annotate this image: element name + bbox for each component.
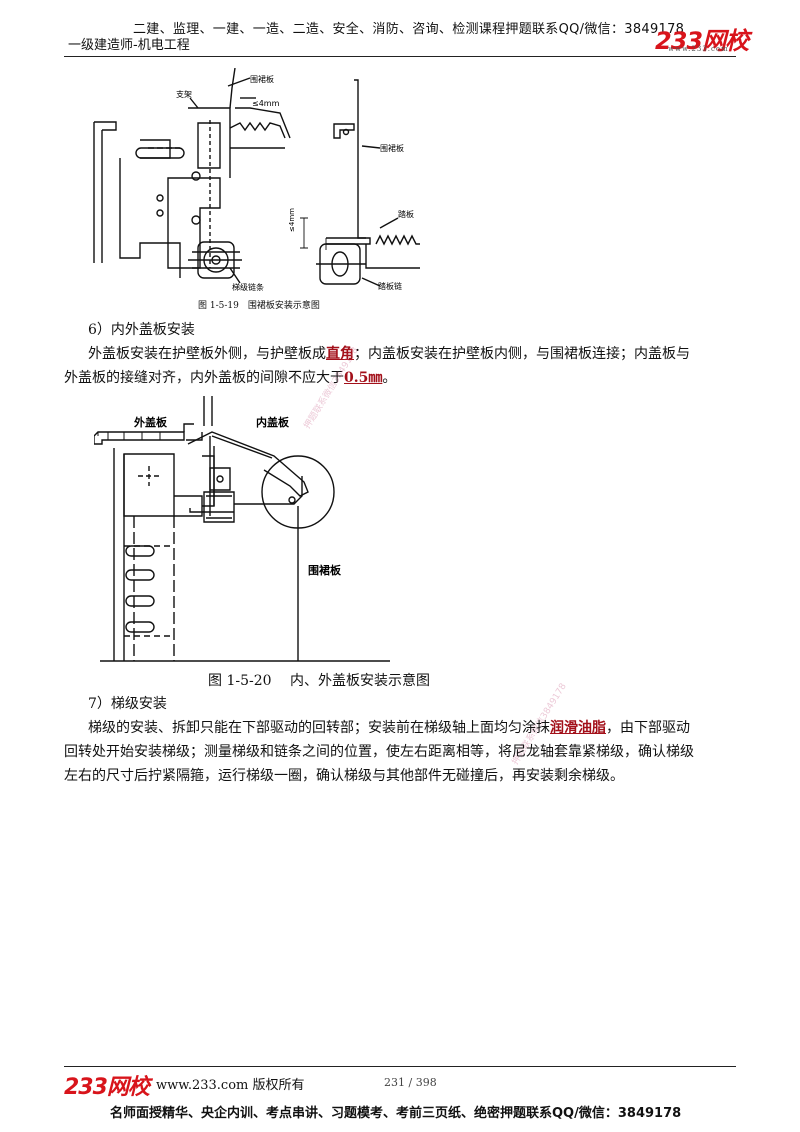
- text-run: 外盖板的接缝对齐，内外盖板的间隙不应大于: [64, 370, 344, 386]
- text-run: 外盖板安装在护壁板外侧，与护壁板成: [88, 346, 326, 362]
- section6-title: 6）内外盖板安装: [88, 322, 195, 338]
- footer-rule: [64, 1066, 736, 1067]
- highlight-right-angle: 直角: [326, 346, 354, 362]
- fig1-label-step-chain: 踏板链: [378, 281, 402, 291]
- skirt-panel-figure: 围裙板 ≤4mm 支架 梯级链条 围裙板 ≤4mm 踏板 踏板链: [93, 68, 420, 292]
- figure2-caption: 图 1-5-20 内、外盖板安装示意图: [208, 673, 430, 689]
- text-run: ；内盖板安装在护壁板内侧，与围裙板连接；内盖板与: [354, 346, 690, 362]
- footer-contact-line: 名师面授精华、央企内训、考点串讲、习题模考、考前三页纸、绝密押题联系QQ/微信：…: [110, 1106, 682, 1121]
- fig1-label-gap-vertical: ≤4mm: [288, 208, 296, 232]
- header-subject: 一级建造师-机电工程: [68, 38, 190, 53]
- fig2-label-skirt: 围裙板: [308, 563, 342, 577]
- figure1-caption: 图 1-5-19 围裙板安装示意图: [198, 301, 320, 311]
- section7-paragraph-line1: 梯级的安装、拆卸只能在下部驱动的回转部；安装前在梯级轴上面均匀涂抹润滑油脂，由下…: [88, 716, 690, 740]
- section6-paragraph-line2: 外盖板的接缝对齐，内外盖板的间隙不应大于0.5㎜。: [64, 366, 396, 390]
- page-number: 231 / 398: [384, 1076, 437, 1089]
- fig1-label-gap: ≤4mm: [252, 99, 280, 108]
- cover-plate-figure: 外盖板 内盖板 围裙板: [94, 396, 390, 662]
- fig1-label-skirt-right: 围裙板: [380, 143, 404, 153]
- highlight-gap-value: 0.5㎜: [344, 370, 383, 386]
- text-run: 。: [382, 370, 397, 386]
- header-contact-line: 二建、监理、一建、一造、二造、安全、消防、咨询、检测课程押题联系QQ/微信：38…: [133, 22, 685, 37]
- highlight-lubricant: 润滑油脂: [550, 720, 606, 736]
- header-rule: [64, 56, 736, 57]
- footer-brand-logo: 233网校: [64, 1075, 150, 1100]
- brand-logo: 233网校: [655, 27, 749, 55]
- fig1-label-bracket: 支架: [176, 89, 192, 99]
- brand-logo-url: www.233.com: [668, 45, 729, 53]
- footer-copyright: www.233.com 版权所有: [156, 1078, 305, 1093]
- section7-paragraph-line2: 回转处开始安装梯级；测量梯级和链条之间的位置，使左右距离相等，将尼龙轴套靠紧梯级…: [64, 744, 694, 760]
- section6-paragraph-line1: 外盖板安装在护壁板外侧，与护壁板成直角；内盖板安装在护壁板内侧，与围裙板连接；内…: [88, 342, 690, 366]
- text-run: ，由下部驱动: [606, 720, 690, 736]
- fig2-label-inner: 内盖板: [256, 415, 290, 429]
- text-run: 梯级的安装、拆卸只能在下部驱动的回转部；安装前在梯级轴上面均匀涂抹: [88, 720, 550, 736]
- fig1-label-skirt-left: 围裙板: [250, 74, 274, 84]
- fig1-label-chain: 梯级链条: [232, 282, 264, 292]
- section7-paragraph-line3: 左右的尺寸后拧紧隔箍，运行梯级一圈，确认梯级与其他部件无碰撞后，再安装剩余梯级。: [64, 768, 624, 784]
- fig1-label-step: 踏板: [398, 209, 414, 219]
- section7-title: 7）梯级安装: [88, 696, 167, 712]
- fig2-label-outer: 外盖板: [133, 415, 168, 429]
